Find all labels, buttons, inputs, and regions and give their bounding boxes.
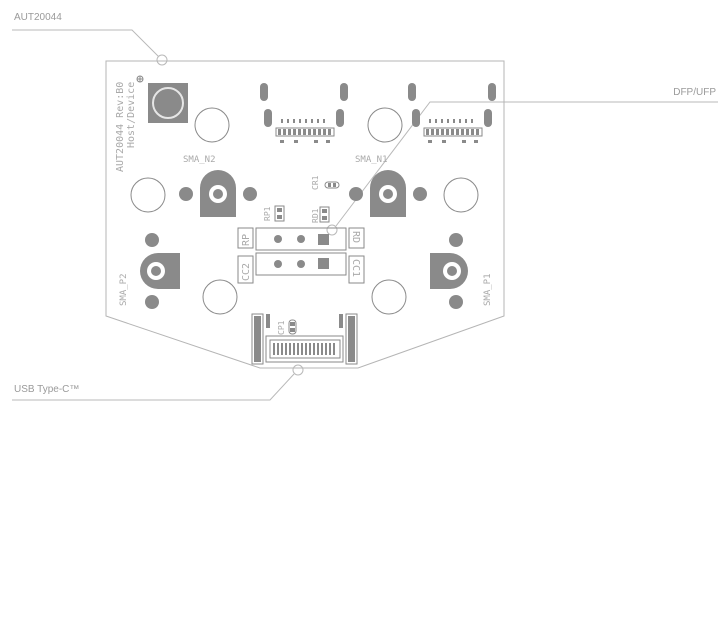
cc2-label: CC2 — [241, 263, 252, 281]
rp-box: RP — [237, 227, 254, 249]
sma-p1-connector — [430, 233, 468, 309]
rp1-label: RP1 — [263, 206, 272, 221]
cp1-component — [288, 319, 297, 335]
sma-n1-connector — [349, 170, 427, 217]
leader-dot-aut20044 — [156, 54, 168, 66]
mounting-hole — [202, 279, 238, 315]
mounting-hole — [367, 107, 403, 143]
mounting-hole — [194, 107, 230, 143]
board-id-text: AUT20044 Rev:B0 — [115, 82, 126, 172]
sma-p2-connector — [140, 233, 180, 309]
callout-lines — [12, 29, 718, 401]
callout-aut20044: AUT20044 — [14, 12, 62, 23]
cc1-label: CC1 — [350, 259, 361, 277]
sma-n2-connector — [179, 170, 257, 217]
leader-line-usb-type-c — [12, 373, 295, 401]
rd-box: RD RD — [348, 227, 365, 249]
mounting-hole — [443, 177, 479, 213]
cr1-label: CR1 — [311, 175, 320, 190]
logo-pad — [148, 83, 188, 123]
board-outline — [105, 60, 505, 369]
leader-dot-dfp-ufp — [326, 224, 338, 236]
mounting-hole — [371, 279, 407, 315]
callout-dfp-ufp: DFP/UFP — [673, 87, 716, 98]
cc2-box: CC2 — [237, 255, 254, 284]
sma-p2-label: SMA_P2 — [119, 273, 129, 306]
rp1-component — [274, 205, 285, 222]
rp-label: RP — [241, 234, 252, 246]
rd1-component — [319, 206, 330, 223]
sma-p1-label: SMA_P1 — [483, 273, 493, 306]
sma-n2-label: SMA_N2 — [183, 155, 216, 165]
top-connector-right — [408, 83, 496, 143]
leader-line-aut20044 — [12, 29, 161, 59]
mounting-holes — [130, 107, 479, 315]
dfp-ufp-jumper-block — [255, 227, 347, 276]
rd1-label: RD1 — [311, 208, 320, 223]
cp1-label: CP1 — [277, 320, 286, 335]
callout-usb-type-c: USB Type-C™ — [14, 384, 80, 395]
mounting-hole — [130, 177, 166, 213]
board-role-text: Host/Device — [126, 82, 137, 148]
leader-dot-usb-type-c — [292, 364, 304, 376]
cr1-component — [324, 181, 340, 189]
top-connector-left — [260, 83, 348, 143]
cc1-box: CC1 — [348, 255, 365, 284]
sma-n1-label: SMA_N1 — [355, 155, 388, 165]
rd-label-vertical: RD — [350, 231, 361, 243]
leader-line-dfp-ufp — [335, 101, 718, 227]
usb-type-c-connector — [251, 313, 358, 365]
